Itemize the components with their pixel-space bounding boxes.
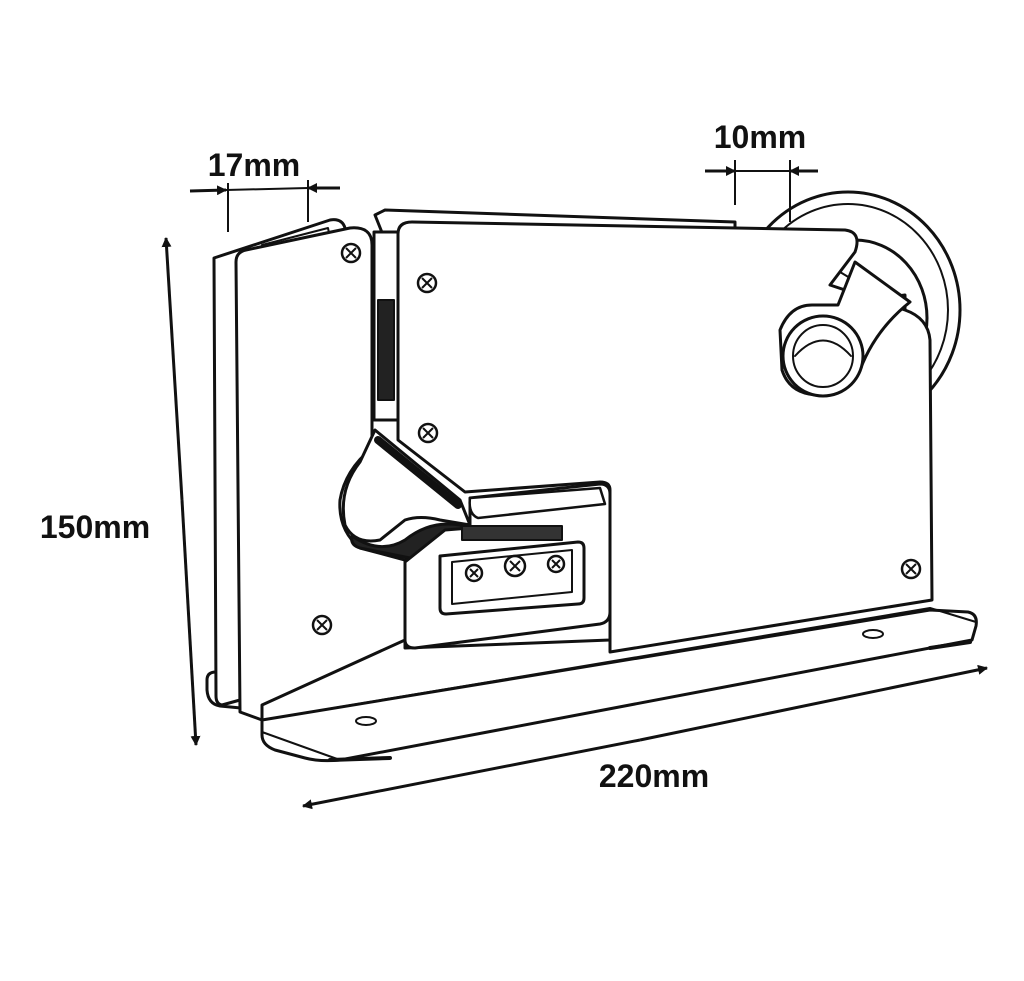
height-dimension xyxy=(161,237,201,746)
screw-icon xyxy=(464,563,484,583)
tape-width-dimension xyxy=(705,160,818,222)
depth-dimension xyxy=(189,180,340,232)
cutter-blade xyxy=(461,525,563,541)
length-dimension xyxy=(302,664,988,810)
depth-label: 17mm xyxy=(208,147,301,183)
screws xyxy=(311,242,922,636)
screw-icon xyxy=(417,422,439,444)
tape-guide-arm xyxy=(778,260,912,398)
mount-hole-right xyxy=(862,629,884,639)
length-label: 220mm xyxy=(599,758,709,794)
screw-icon xyxy=(311,614,333,636)
mount-hole-left xyxy=(355,716,377,726)
side-wall xyxy=(212,218,407,722)
screw-icon xyxy=(900,558,922,580)
screw-icon xyxy=(416,272,438,294)
screw-icon xyxy=(546,554,566,574)
tape-width-label: 10mm xyxy=(714,119,807,155)
screw-icon xyxy=(503,554,527,578)
height-label: 150mm xyxy=(40,509,150,545)
screw-icon xyxy=(340,242,362,264)
